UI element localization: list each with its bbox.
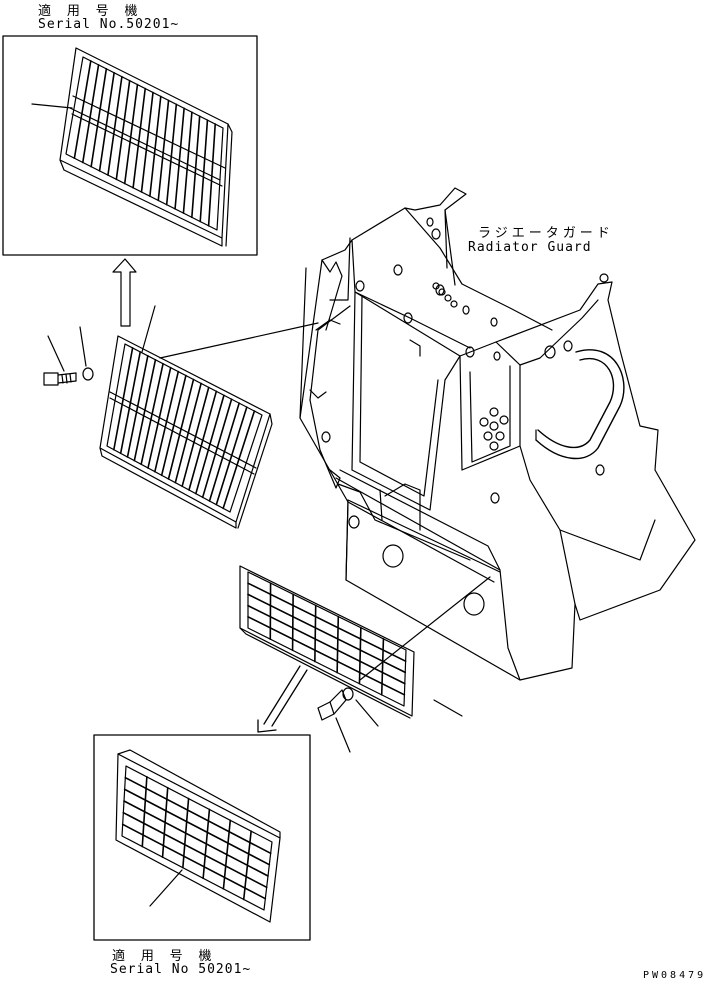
upper-bolt-leader [47,335,65,372]
lower-grill-slat [291,593,294,652]
top-detail-leader [31,103,73,109]
lower-washer [342,687,354,701]
bottom-grill-bar [122,811,268,889]
radiator-guard-jp-label: ラジエータガード [478,226,614,241]
radiator-guard-en-label: Radiator Guard [468,240,592,255]
lower-grill-bar [247,593,407,674]
top-grill-slat [132,87,147,189]
top-grill-slat [73,60,92,160]
upper-bolt [43,372,77,386]
lower-grill-leader [433,699,463,717]
lower-bolt [317,689,347,721]
radiator-guard-frame [299,187,696,681]
lower-grill-bar [247,582,407,663]
lower-grill [239,565,415,719]
top-detail-upper-grill [59,47,233,247]
top-grill-slat [174,107,185,210]
top-grill-slat [90,68,108,168]
bottom-detail-applicable-label: 適 用 号 機 [112,949,216,964]
top-detail-applicable-label: 適 用 号 機 [38,4,142,19]
transfer-arrow-up [112,258,137,327]
guard-to-frame-leader [159,322,319,359]
bottom-detail-serial-label: Serial No 50201~ [110,962,252,977]
lower-grill-slat [314,604,317,663]
top-grill-slat [81,64,100,164]
bottom-grill-bar [123,788,271,866]
drawing-code: PW08479 [643,970,707,981]
middle-grill [99,335,273,529]
bottom-grill-bar [123,800,269,877]
top-grill-slat [98,71,115,172]
top-grill-slat [191,115,201,219]
top-grill-slat [115,79,131,181]
middle-grill-leader [141,305,156,353]
top-grill-slat [182,111,193,214]
top-detail-serial-label: Serial No.50201~ [38,17,180,32]
upper-washer-leader [79,326,87,367]
bottom-grill-bar [121,823,267,900]
top-detail-frame [2,35,258,256]
bottom-detail-grill [115,749,281,923]
lower-grill-slat [336,615,340,674]
transfer-arrow-down [263,665,301,725]
top-grill-slat [149,95,162,198]
top-grill-slat [140,91,154,193]
lower-washer-leader [355,699,379,727]
bottom-detail-leader [149,869,183,907]
lower-grill-slat [380,638,385,696]
lower-grill-slat [358,626,362,685]
top-grill-slat [157,99,170,202]
lower-grill-bar [247,604,406,685]
top-grill-slat [207,123,217,227]
lower-grill-to-frame-leader [359,576,491,681]
upper-washer [82,367,94,381]
top-grill-slat [107,75,123,176]
lower-bolt-leader [335,717,351,753]
bottom-grill-bar [124,776,272,855]
top-grill-slat [123,83,139,185]
top-grill-slat [199,119,209,223]
bottom-detail-frame [93,734,311,941]
top-grill-slat [165,103,178,206]
lower-grill-bar [247,615,406,696]
